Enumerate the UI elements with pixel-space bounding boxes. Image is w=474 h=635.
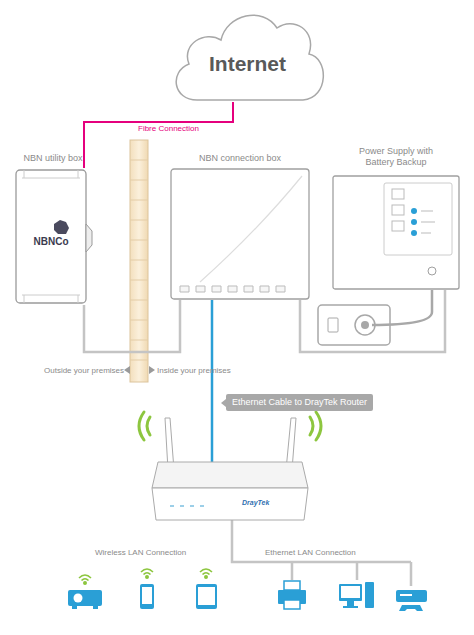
outside-arrow bbox=[124, 366, 130, 374]
status-panel bbox=[384, 183, 452, 255]
node-heading: NBN utility box bbox=[8, 153, 98, 164]
boundary-label: Inside your premises bbox=[157, 366, 231, 376]
router-shape bbox=[150, 462, 310, 522]
connection-box-shape bbox=[170, 168, 310, 300]
plug bbox=[361, 321, 369, 329]
wifi-icon bbox=[84, 582, 86, 584]
section-label: Ethernet LAN Connection bbox=[265, 548, 356, 558]
monitor-icon bbox=[339, 584, 362, 601]
wall-segment bbox=[130, 160, 148, 360]
power-supply-shape bbox=[332, 175, 460, 290]
printer-paper bbox=[284, 581, 300, 590]
router-top bbox=[152, 462, 308, 488]
power-wire bbox=[300, 290, 445, 352]
utility-box: NBN utility boxNBNCo bbox=[14, 168, 92, 305]
tablet-screen bbox=[198, 587, 215, 605]
phone-screen bbox=[142, 587, 152, 604]
wifi-icon bbox=[205, 576, 207, 578]
power-wire bbox=[84, 300, 180, 352]
ethernet-lan-wire bbox=[232, 520, 411, 586]
console-slot bbox=[400, 594, 412, 596]
section-label: Wireless LAN Connection bbox=[95, 548, 186, 558]
box-hinge bbox=[86, 224, 92, 252]
port-row bbox=[180, 286, 285, 292]
inside-arrow bbox=[149, 366, 155, 374]
router: DrayTek bbox=[150, 462, 310, 522]
controller-icon bbox=[399, 605, 423, 611]
pc-tower bbox=[365, 582, 374, 608]
lan-wiring bbox=[232, 520, 411, 586]
connection-box: NBN connection box bbox=[170, 168, 310, 300]
wifi-waves bbox=[310, 412, 321, 440]
monitor-screen bbox=[341, 586, 360, 598]
outlet-switch bbox=[328, 318, 338, 332]
phone-icon bbox=[140, 584, 154, 609]
panel-button bbox=[392, 205, 404, 215]
projector-lens bbox=[74, 594, 83, 603]
node-heading: Power Supply with Battery Backup bbox=[346, 146, 446, 168]
projector-foot bbox=[93, 606, 98, 609]
router-front bbox=[152, 488, 308, 520]
connection-label: Fibre Connection bbox=[138, 124, 199, 134]
ethernet-cable bbox=[211, 300, 214, 462]
connection-box-outline bbox=[171, 169, 309, 299]
projector-foot bbox=[72, 606, 77, 609]
panel-fold bbox=[200, 176, 302, 282]
power-port bbox=[428, 267, 436, 275]
node-title: Internet bbox=[165, 52, 330, 76]
wifi-icon bbox=[200, 569, 212, 575]
printer-output bbox=[284, 600, 300, 609]
cable-callout: Ethernet Cable to DrayTek Router bbox=[226, 394, 373, 411]
status-led bbox=[411, 219, 417, 225]
logo-text: NBNCo bbox=[14, 236, 88, 248]
status-led bbox=[411, 230, 417, 236]
power-outlet bbox=[318, 290, 432, 345]
wifi-icon bbox=[146, 576, 148, 578]
wifi-icons bbox=[79, 569, 212, 584]
wall-strip bbox=[130, 140, 148, 382]
premises-arrows bbox=[124, 366, 155, 374]
brand-text: DrayTek bbox=[242, 498, 269, 507]
panel-button bbox=[392, 189, 404, 199]
router-leds bbox=[170, 505, 204, 507]
power-cord bbox=[372, 290, 432, 325]
devices bbox=[68, 581, 427, 611]
console-icon bbox=[396, 590, 427, 602]
wifi-icon bbox=[79, 575, 91, 581]
node-heading: NBN connection box bbox=[170, 153, 310, 164]
projector-icon bbox=[68, 590, 102, 606]
power-supply-outline bbox=[333, 176, 459, 289]
logo-map bbox=[54, 220, 69, 234]
tablet-icon bbox=[196, 584, 217, 609]
monitor-base bbox=[343, 606, 358, 608]
panel-button bbox=[392, 221, 404, 231]
wall-strip bbox=[130, 140, 148, 382]
internet-cloud: Internet bbox=[165, 2, 330, 102]
boundary-label: Outside your premises bbox=[44, 366, 124, 376]
wifi-waves bbox=[139, 412, 150, 440]
wifi-icon bbox=[141, 569, 153, 575]
led-marks bbox=[421, 211, 435, 233]
power-supply: Power Supply with Battery Backup bbox=[332, 175, 460, 290]
status-led bbox=[411, 208, 417, 214]
monitor-stand bbox=[347, 601, 354, 606]
